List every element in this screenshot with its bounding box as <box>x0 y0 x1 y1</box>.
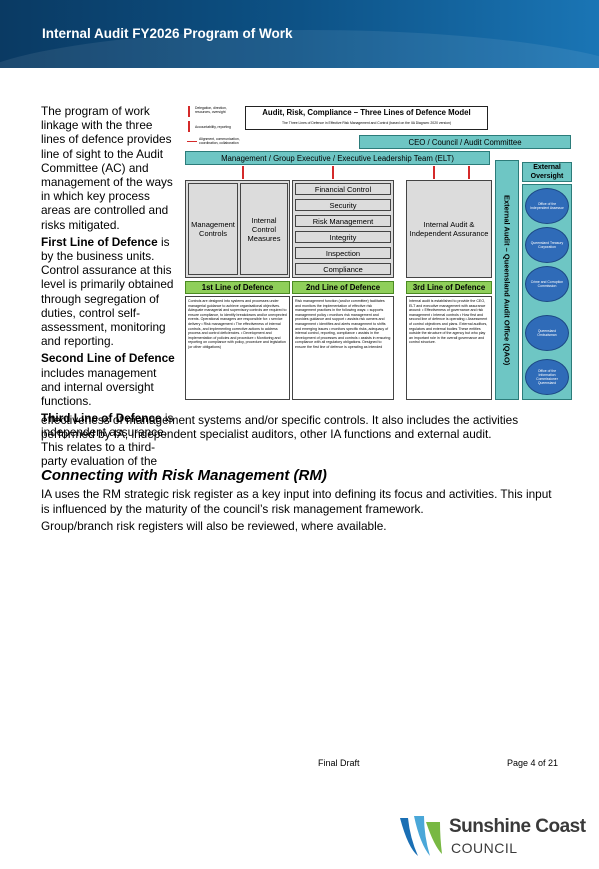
logo-name: Sunshine Coast <box>449 816 586 837</box>
management-controls: Management Controls <box>188 183 238 275</box>
diagram-title-box: Audit, Risk, Compliance – Three Lines of… <box>245 106 488 130</box>
first-line-paragraph: First Line of Defence is by the business… <box>41 235 179 349</box>
second-line-item: Compliance <box>295 263 391 275</box>
second-line-paragraph: Second Line of Defence includes manageme… <box>41 351 179 408</box>
logo-council: COUNCIL <box>451 840 518 856</box>
legend-arrow-up <box>188 121 190 132</box>
second-line-item: Inspection <box>295 247 391 259</box>
legend-arrow-down <box>188 106 190 117</box>
footer-page-number: Page 4 of 21 <box>507 758 559 768</box>
third-line-term: Third Line of Defence <box>41 411 162 426</box>
external-oversight-label: External Oversight <box>522 162 572 182</box>
council-logo-icon <box>400 816 442 856</box>
first-line-term: First Line of Defence <box>41 234 158 249</box>
oversight-body: Queensland Treasury Corporation <box>525 227 569 263</box>
second-line-term: Second Line of Defence <box>41 351 175 366</box>
external-audit-bar: External Audit – Queensland Audit Office… <box>495 160 519 400</box>
arrow-3 <box>433 166 435 179</box>
third-line-description: Internal audit is established to provide… <box>406 296 492 400</box>
oversight-body: Queensland Ombudsman <box>525 315 569 351</box>
footer-status: Final Draft <box>318 758 360 768</box>
internal-control-measures: Internal Control Measures <box>240 183 288 275</box>
rm-paragraph-1: IA uses the RM strategic risk register a… <box>41 487 552 516</box>
rm-heading: Connecting with Risk Management (RM) <box>41 467 327 484</box>
oversight-body: Office of the Independent Assessor <box>525 188 569 224</box>
arrow-4 <box>468 166 470 179</box>
second-line-description: Risk management function (and/or committ… <box>292 296 394 400</box>
third-line-continuation: effectiveness of management systems and/… <box>41 413 519 442</box>
oversight-body: Crime and Corruption Commission <box>525 266 569 302</box>
second-line-item: Integrity <box>295 231 391 243</box>
intro-text: The program of work linkage with the thr… <box>41 104 179 471</box>
legend-item-2: Accountability, reporting <box>195 125 231 129</box>
second-line-item: Financial Control <box>295 183 391 195</box>
second-line-column <box>292 180 394 278</box>
legend-line <box>187 141 197 142</box>
internal-audit-box: Internal Audit & Independent Assurance <box>406 180 492 278</box>
elt-bar: Management / Group Executive / Executive… <box>185 151 490 165</box>
first-line-desc: is by the business units. Control assura… <box>41 234 174 349</box>
three-lines-diagram: Delegation, direction, resources, oversi… <box>185 104 575 405</box>
third-line-header: 3rd Line of Defence <box>406 281 492 294</box>
page-title: Internal Audit FY2026 Program of Work <box>42 26 293 41</box>
legend-item-1: Delegation, direction, resources, oversi… <box>195 106 227 114</box>
diagram-title: Audit, Risk, Compliance – Three Lines of… <box>262 108 471 117</box>
second-line-item: Security <box>295 199 391 211</box>
diagram-subtitle: The Three Lines of Defence in Effective … <box>282 121 451 125</box>
first-line-header: 1st Line of Defence <box>185 281 290 294</box>
legend-item-3: Alignment, communication, coordination, … <box>199 137 240 145</box>
rm-paragraph-2: Group/branch risk registers will also be… <box>41 519 387 533</box>
third-line-desc: is independent assurance. This relates t… <box>41 411 174 468</box>
second-line-header: 2nd Line of Defence <box>292 281 394 294</box>
header-band: Internal Audit FY2026 Program of Work <box>0 0 599 68</box>
arrow-1 <box>242 166 244 179</box>
second-line-desc: includes management and internal oversig… <box>41 365 157 409</box>
third-line-paragraph: Third Line of Defence is independent ass… <box>41 411 179 468</box>
arrow-2 <box>332 166 334 179</box>
first-line-description: Controls are designed into systems and p… <box>185 296 290 400</box>
second-line-item: Risk Management <box>295 215 391 227</box>
oversight-body: Office of the Information Commissioner Q… <box>525 359 569 395</box>
intro-paragraph: The program of work linkage with the thr… <box>41 104 173 232</box>
ceo-bar: CEO / Council / Audit Committee <box>359 135 571 149</box>
